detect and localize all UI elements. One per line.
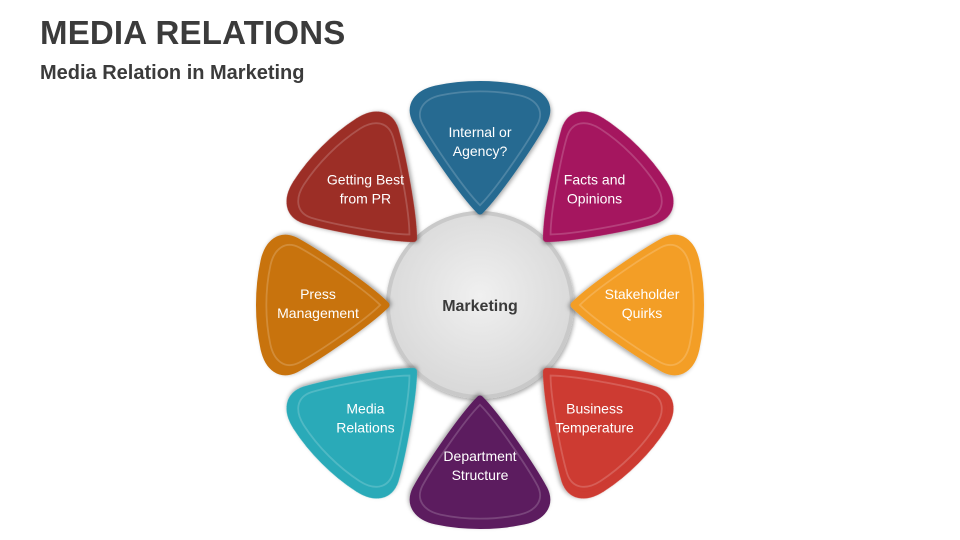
petal-highlight [549,122,663,236]
petal-highlight [549,374,663,488]
petal-shape [256,234,390,376]
petal-shape [286,367,418,499]
petal-label-line1: Media [346,401,384,417]
petal-highlight [297,374,411,488]
petal-getting-best-from-pr: Getting Best from PR [286,111,418,243]
petal-highlight [419,90,541,207]
page-title: MEDIA RELATIONS [40,14,346,51]
petal-label-line2: Opinions [567,190,622,206]
petal-internal-or-agency: Internal or Agency? [409,81,551,215]
petal-shape [542,367,674,499]
petal-label-line1: Getting Best [327,171,404,187]
petal-label-line1: Internal or [448,124,511,140]
petal-label-line1: Stakeholder [605,286,680,302]
petal-label-line2: Structure [452,467,509,483]
petal-label-line2: from PR [340,190,391,206]
petal-label-line1: Facts and [564,171,625,187]
petal-label-line2: Management [277,305,359,321]
petal-shape [409,395,551,529]
petal-shape [409,81,551,215]
petal-label-line2: Agency? [453,143,508,159]
petal-shape [570,234,704,376]
petal-label-line1: Department [443,448,516,464]
petal-label-line2: Quirks [622,305,662,321]
petal-highlight [265,244,382,366]
petal-shape [542,111,674,243]
petal-highlight [297,122,411,236]
petal-highlight [419,403,541,520]
petal-highlight [578,244,695,366]
page-subtitle: Media Relation in Marketing [40,62,305,84]
petal-label-line2: Temperature [555,420,634,436]
petal-label-line1: Business [566,401,623,417]
center-label: Marketing [442,298,518,315]
petal-shape [286,111,418,243]
petal-label-line1: Press [300,286,336,302]
petal-label-line2: Relations [336,420,394,436]
